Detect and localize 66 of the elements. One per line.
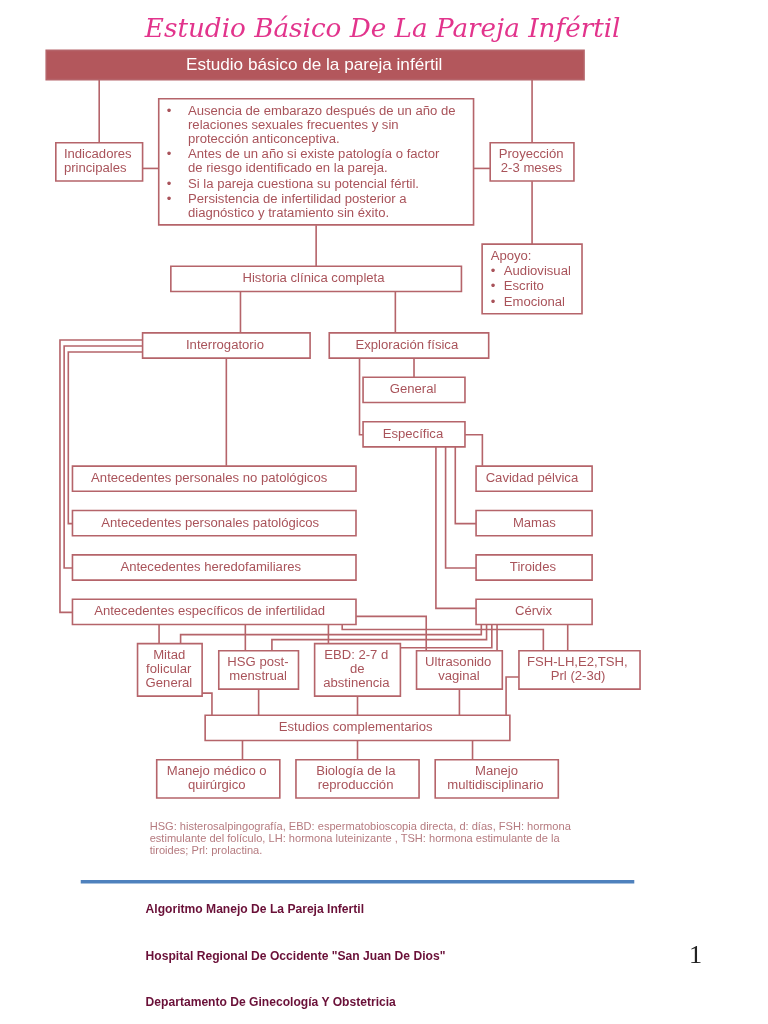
connector [244,623,246,651]
connector [67,350,143,524]
node-box: Estudio básico de la pareja infértil [44,49,585,80]
connector [530,179,533,245]
connector [434,445,477,609]
connector [58,338,143,613]
node-box: General [361,376,466,403]
node-box: Estudios complementarios [203,714,511,741]
node-box: Biología de la reproducción [294,758,420,799]
node-box: Manejo multidisciplinario [433,758,559,799]
connector [495,623,498,651]
node-box: Exploración física [327,331,489,359]
connector [399,623,493,648]
node-box: Interrogatorio [141,331,311,359]
connector [463,433,483,467]
node-box: Historia clínica completa [169,265,462,292]
node-box: Manejo médico o quirúrgico [155,758,281,799]
diagram-title: Estudio Básico De La Pareja Infértil [144,12,620,43]
node-box: • Ausencia de embarazo después de un año de relaciones sexuales frecuentes y sin protección anticonceptiva. • Antes de un año si existe patología o factor de riesgo identificado en la pareja. • Si la pareja cuestiona su potencial fértil. • Persistencia de infertilidad posterior a diagnóstico y tratamiento sin éxito. [157,97,474,226]
connector [412,357,415,378]
label: Departamento De Ginecología Y Obstetricia [145,994,396,1009]
label: HSG: histerosalpingografía, EBD: espermatobioscopia directa, d: días, FSH: hormona estimulante del folículo, LH: hormona luteinizante , TSH: hormona estimulante de la tiroides; Prl: prolactina. [149,819,571,856]
connector [327,623,329,644]
node-box: Proyección 2-3 meses [488,141,575,182]
connector [179,623,482,644]
node-box: Cavidad pélvica [474,464,593,492]
node-box: Antecedentes personales patológicos [71,509,357,536]
connector [225,356,227,467]
node-box: Antecedentes específicos de infertilidad [71,597,357,625]
node-box: Tiroides [474,553,593,581]
node-box: Ultrasonido vaginal [415,649,503,690]
label: Hospital Regional De Occidente "San Juan De Dios" [145,948,445,963]
node-box: HSG post-menstrual [217,649,299,690]
connector [471,739,473,760]
connector [458,687,460,716]
node-box: Antecedentes personales no patológicos [71,464,357,492]
node-box: Mitad folicular General [136,642,203,697]
node-box: Mamas [474,509,593,536]
connector [200,691,213,716]
node-box: Antecedentes heredofamiliares [71,553,357,581]
connector [62,344,143,569]
connector [257,687,259,716]
node-box: Cérvix [474,597,593,625]
connector [356,694,358,716]
node-box: Apoyo: • Audiovisual • Escrito • Emocional [480,242,583,315]
connector [453,445,477,524]
connector [394,290,396,333]
connector [239,290,241,333]
connector [340,623,544,651]
connector [314,223,317,267]
connector [354,615,427,651]
node-box: EBD: 2-7 d de abstinencia [313,642,401,697]
connector [356,739,358,760]
node-box: Específica [361,420,466,448]
node-box: FSH-LH,E2,TSH, Prl (2-3d) [517,649,641,690]
connector [270,623,487,651]
connector [241,739,243,760]
connector [566,623,569,651]
connector [157,623,160,644]
node-box: Indicadores principales [54,141,143,182]
label: Algoritmo Manejo De La Pareja Infertil [145,901,364,916]
connector [444,445,477,569]
connector [530,78,533,143]
connector [97,78,100,143]
label: 1 [688,939,702,969]
connector [358,357,364,436]
